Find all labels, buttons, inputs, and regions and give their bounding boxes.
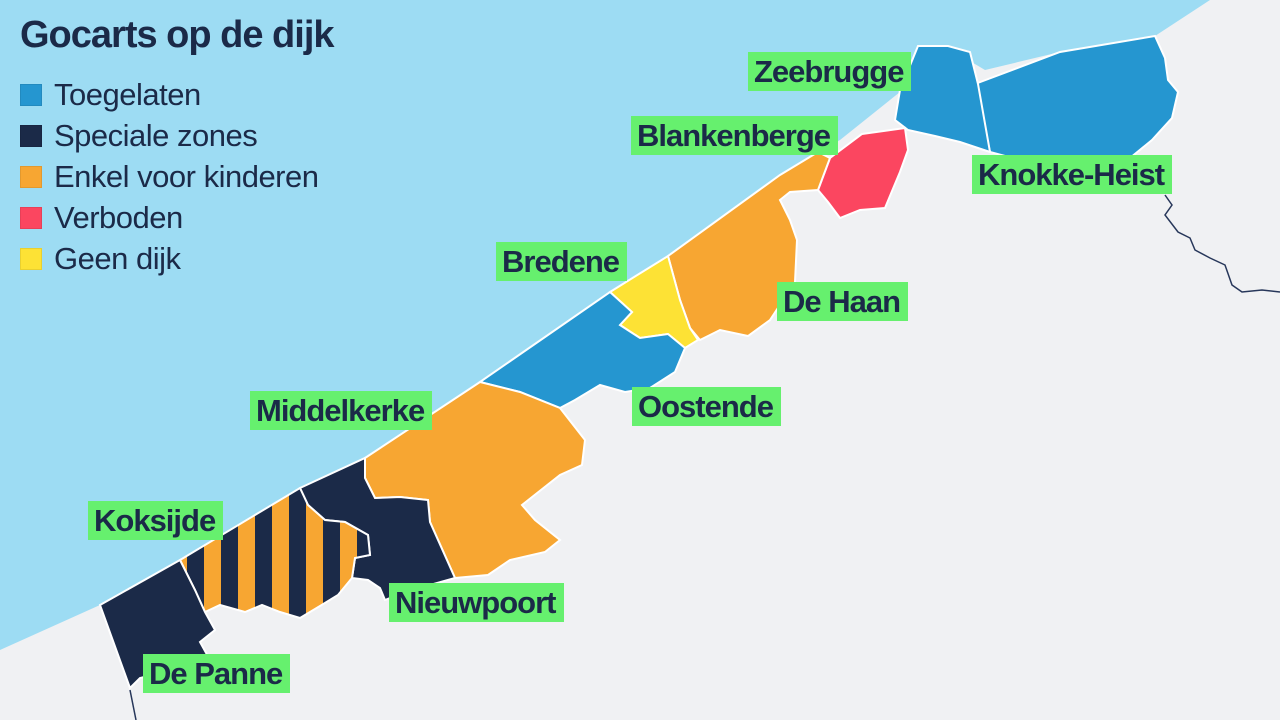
city-label-de-haan: De Haan — [777, 282, 909, 321]
legend-item-verboden: Verboden — [20, 197, 319, 238]
legend-swatch — [20, 247, 42, 270]
map-title: Gocarts op de dijk — [20, 14, 335, 56]
legend-label: Enkel voor kinderen — [54, 158, 319, 194]
region-de-haan — [666, 150, 832, 342]
legend-item-enkel-voor-kinderen: Enkel voor kinderen — [20, 156, 319, 197]
border-line — [1164, 194, 1280, 293]
legend-swatch — [20, 83, 42, 106]
legend-swatch — [20, 206, 42, 229]
legend: Toegelaten Speciale zones Enkel voor kin… — [20, 74, 319, 279]
region-koksijde — [178, 486, 372, 620]
city-label-bredene: Bredene — [496, 242, 628, 281]
city-label-middelkerke: Middelkerke — [250, 391, 433, 430]
legend-item-toegelaten: Toegelaten — [20, 74, 319, 115]
city-label-blankenberge: Blankenberge — [631, 116, 839, 155]
legend-label: Geen dijk — [54, 240, 181, 276]
city-label-zeebrugge: Zeebrugge — [748, 52, 912, 91]
legend-label: Verboden — [54, 199, 183, 235]
city-label-knokke-heist: Knokke-Heist — [972, 155, 1173, 194]
legend-item-speciale-zones: Speciale zones — [20, 115, 319, 156]
city-label-oostende: Oostende — [632, 387, 781, 426]
region-zeebrugge — [893, 45, 992, 154]
legend-swatch — [20, 165, 42, 188]
sea — [0, 0, 1210, 650]
legend-item-geen-dijk: Geen dijk — [20, 238, 319, 279]
city-label-de-panne: De Panne — [143, 654, 291, 693]
border-line-southwest — [129, 689, 137, 720]
region-oostende — [477, 290, 687, 410]
legend-label: Speciale zones — [54, 117, 258, 153]
city-label-koksijde: Koksijde — [88, 501, 224, 540]
legend-swatch — [20, 124, 42, 147]
city-label-nieuwpoort: Nieuwpoort — [389, 583, 564, 622]
legend-label: Toegelaten — [54, 76, 201, 112]
